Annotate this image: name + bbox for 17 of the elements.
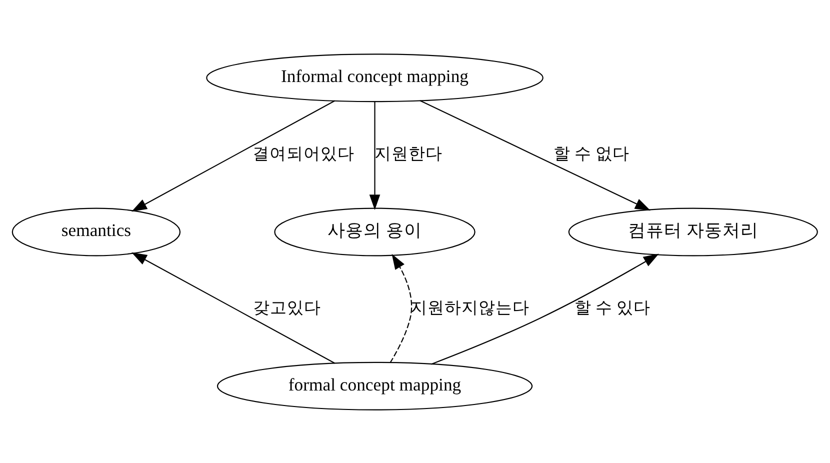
arrow <box>430 253 659 364</box>
edge-label: 갖고있다 <box>252 297 321 316</box>
arrow <box>420 100 651 210</box>
edge-label: 할 수 있다 <box>574 297 651 316</box>
arrow <box>131 252 336 364</box>
edge-label: 결여되어있다 <box>252 143 354 162</box>
node-ellipse: formal concept mapping <box>216 361 533 410</box>
node-ellipse: 사용의 용이 <box>274 207 476 256</box>
node-ellipse: 컴퓨터 자동처리 <box>568 207 818 256</box>
arrow <box>369 100 380 210</box>
arrow <box>131 100 336 212</box>
edge-label: 할 수 없다 <box>553 143 630 162</box>
node-ellipse: semantics <box>12 207 181 256</box>
edge-label: 지원하지않는다 <box>410 297 530 316</box>
arrow <box>390 253 412 363</box>
edge-label: 지원한다 <box>374 143 442 162</box>
node-ellipse: Informal concept mapping <box>206 53 544 102</box>
